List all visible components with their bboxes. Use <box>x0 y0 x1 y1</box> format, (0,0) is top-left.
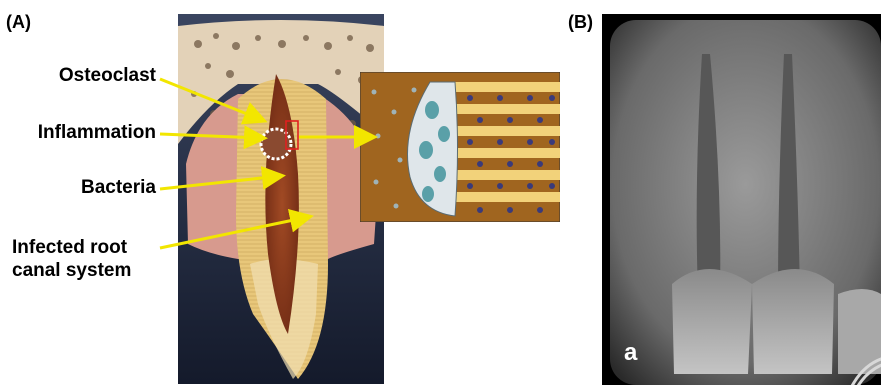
right-central-incisor <box>752 269 834 374</box>
callout-infected-line-2: canal system <box>12 259 131 282</box>
left-central-incisor <box>672 269 752 374</box>
tooth-cross-section-illustration <box>178 14 384 384</box>
callout-osteoclast: Osteoclast <box>14 64 156 87</box>
radiograph-corner-mark: a <box>624 339 638 366</box>
magnified-inset <box>360 72 560 222</box>
panel-a-label: (A) <box>6 12 31 33</box>
panel-b-label: (B) <box>568 12 593 33</box>
callout-bacteria: Bacteria <box>14 176 156 199</box>
callout-infected-line-1: Infected root <box>12 236 131 259</box>
callout-inflammation: Inflammation <box>4 121 156 144</box>
dental-radiograph: a <box>602 14 881 385</box>
callout-infected-root-canal: Infected root canal system <box>12 236 131 282</box>
